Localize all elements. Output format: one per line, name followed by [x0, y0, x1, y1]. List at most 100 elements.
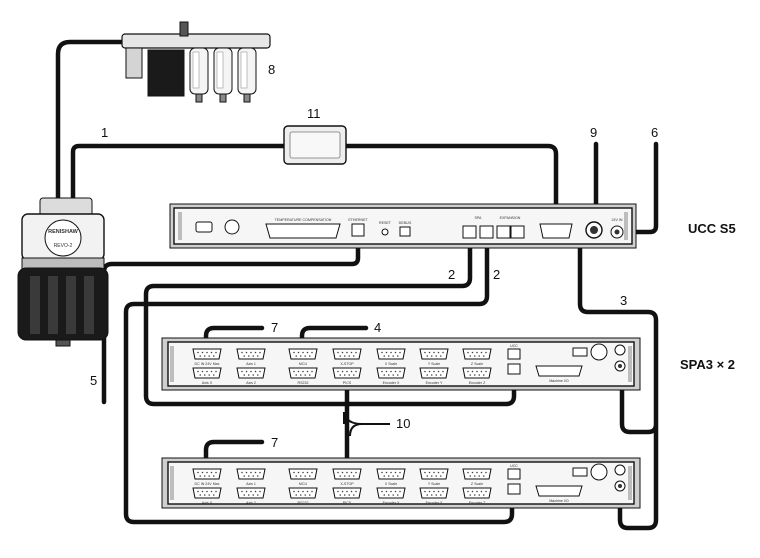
spa-lower-top-port-3-label: MCU	[299, 482, 308, 486]
spa-lower-bottom-port-3-label: RS232	[298, 501, 309, 505]
spa-upper-bottom-port-4[interactable]: PICS	[332, 367, 362, 385]
spa-lower-top-port-5[interactable]: X Scale	[376, 468, 406, 486]
callout-6: 6	[651, 125, 658, 140]
callout-7a: 7	[271, 320, 278, 335]
spa-upper-ucc-ports[interactable]: UCC	[507, 344, 521, 375]
probe-model: REVO-2	[54, 243, 73, 249]
spa-upper-top-port-5[interactable]: X Scale	[376, 348, 406, 366]
reset-button[interactable]: RESET	[379, 221, 392, 236]
ucc-title: UCC S5	[688, 221, 736, 236]
spa-lower-ucc-ports[interactable]: UCC	[507, 464, 521, 495]
spa-lower-bottom-port-7[interactable]: Encoder Z	[462, 487, 492, 505]
ucc-s5-panel: TEMPERATURE COMPENSATION ETHERNET RESET …	[169, 203, 637, 249]
debug-port[interactable]: DEBUG	[399, 221, 412, 237]
cable-probe-to-ucc	[70, 143, 559, 225]
expansion-ports[interactable]: EXPANSION	[496, 216, 525, 239]
cable-dc-in-lower	[203, 439, 265, 469]
spa-lower-top-port-1[interactable]: DC IN 24V Max	[192, 468, 222, 486]
spa-upper-bottom-port-2[interactable]: Axis 2	[236, 367, 266, 385]
cable-air-supply	[55, 39, 125, 207]
spa-upper-top-port-6[interactable]: Y Scale	[419, 348, 449, 366]
spa-upper-power-terminal[interactable]	[614, 344, 626, 372]
spa-upper-top-port-2[interactable]: Axis 1	[236, 348, 266, 366]
spa-upper-bottom-port-5[interactable]: Encoder X	[376, 367, 406, 385]
temperature-compensation-port[interactable]: TEMPERATURE COMPENSATION	[265, 218, 341, 239]
spa-upper-bottom-port-6[interactable]: Encoder Y	[419, 367, 449, 385]
callout-9: 9	[590, 125, 597, 140]
spa-upper-top-port-2-label: Axis 1	[246, 362, 256, 366]
spa-upper-top-port-3-label: MCU	[299, 362, 308, 366]
probe-port[interactable]	[539, 223, 573, 239]
ucc-expansion-label: EXPANSION	[500, 216, 521, 220]
spa-upper-bottom-port-3[interactable]: RS232	[288, 367, 318, 385]
spa-upper-top-port-5-label: X Scale	[385, 362, 397, 366]
spa-upper-bottom-port-1-label: Axis X	[202, 381, 213, 385]
ucc-power-label: 24V IN	[612, 218, 623, 222]
spa-lower-bottom-port-7-label: Encoder Z	[469, 501, 486, 505]
spa-upper-bottom-port-1[interactable]: Axis X	[192, 367, 222, 385]
callout-2b: 2	[493, 267, 500, 282]
spa-lower-label-plate	[572, 467, 588, 477]
spa-lower-bottom-port-1-label: Axis X	[202, 501, 213, 505]
spa-upper-bottom-port-5-label: Encoder X	[383, 381, 400, 385]
spa-upper-top-port-7-label: Z Scale	[471, 362, 483, 366]
spa-ports[interactable]: SPA	[462, 216, 494, 239]
spa-upper-bottom-port-3-label: RS232	[298, 381, 309, 385]
spa-lower-top-port-6-label: Y Scale	[428, 482, 440, 486]
cable-spa-upper	[143, 233, 517, 407]
spa-lower-switch[interactable]	[590, 463, 608, 481]
air-filter-unit	[121, 21, 271, 103]
spa-title: SPA3 × 2	[680, 357, 735, 372]
spa-upper-bottom-port-4-label: PICS	[343, 381, 352, 385]
spa-lower-machine-io[interactable]: Machine I/O	[535, 485, 583, 503]
callout-7b: 7	[271, 435, 278, 450]
spa-upper-top-port-3[interactable]: MCU	[288, 348, 318, 366]
cable-spa-lower	[123, 233, 515, 525]
spa-lower-top-port-7-label: Z Scale	[471, 482, 483, 486]
spa-lower-top-port-1-label: DC IN 24V Max	[195, 482, 220, 486]
spa-upper-top-port-1-label: DC IN 24V Max	[195, 362, 220, 366]
spa-upper-machine-io-label: Machine I/O	[549, 379, 569, 383]
spa-upper-bottom-port-7[interactable]: Encoder Z	[462, 367, 492, 385]
callout-5: 5	[90, 373, 97, 388]
ethernet-port[interactable]: ETHERNET	[348, 218, 368, 237]
spa-lower-bottom-port-6[interactable]: Encoder Y	[419, 487, 449, 505]
spa-lower-bottom-port-5[interactable]: Encoder X	[376, 487, 406, 505]
callout-numbers: 1 2 2 3 4 5 6 7 7 8 9 10 11	[90, 62, 658, 450]
spa-upper-top-port-4[interactable]: X-STOP	[332, 348, 362, 366]
spa-lower-power-terminal[interactable]	[614, 464, 626, 492]
spa-lower-top-port-4[interactable]: X-STOP	[332, 468, 362, 486]
spa-lower-top-port-3[interactable]: MCU	[288, 468, 318, 486]
spa-lower-bottom-port-4[interactable]: PICS	[332, 487, 362, 505]
probe-head: RENISHAW REVO-2	[17, 197, 109, 347]
power-in-connector[interactable]: 24V IN	[610, 218, 624, 239]
spa-upper-machine-io[interactable]: Machine I/O	[535, 365, 583, 383]
spa-lower-top-port-2-label: Axis 1	[246, 482, 256, 486]
spa-upper-top-port-1[interactable]: DC IN 24V Max	[192, 348, 222, 366]
ucc-reset-label: RESET	[379, 221, 392, 225]
cables	[55, 39, 659, 531]
spa-upper-bottom-port-6-label: Encoder Y	[426, 381, 443, 385]
spa-lower-top-port-2[interactable]: Axis 1	[236, 468, 266, 486]
spa-lower-bottom-port-3[interactable]: RS232	[288, 487, 318, 505]
cable-24v-supply	[619, 141, 659, 235]
filter-bowl	[189, 47, 257, 103]
spa-upper-switch[interactable]	[590, 343, 608, 361]
spa-lower-top-port-5-label: X Scale	[385, 482, 397, 486]
spa-lower-bottom-port-2[interactable]: Axis 2	[236, 487, 266, 505]
callout-4: 4	[374, 320, 381, 335]
ucc-debug-label: DEBUG	[399, 221, 412, 225]
callout-8: 8	[268, 62, 275, 77]
inline-ferrite	[283, 125, 347, 165]
callout-10: 10	[396, 416, 410, 431]
spa-lower-bottom-port-1[interactable]: Axis X	[192, 487, 222, 505]
spa-lower-bottom-port-5-label: Encoder X	[383, 501, 400, 505]
spa-lower-top-port-7[interactable]: Z Scale	[462, 468, 492, 486]
spa-upper-top-port-7[interactable]: Z Scale	[462, 348, 492, 366]
spa-lower-top-port-6[interactable]: Y Scale	[419, 468, 449, 486]
cable-dc-in-upper	[203, 325, 265, 355]
callout-3: 3	[620, 293, 627, 308]
